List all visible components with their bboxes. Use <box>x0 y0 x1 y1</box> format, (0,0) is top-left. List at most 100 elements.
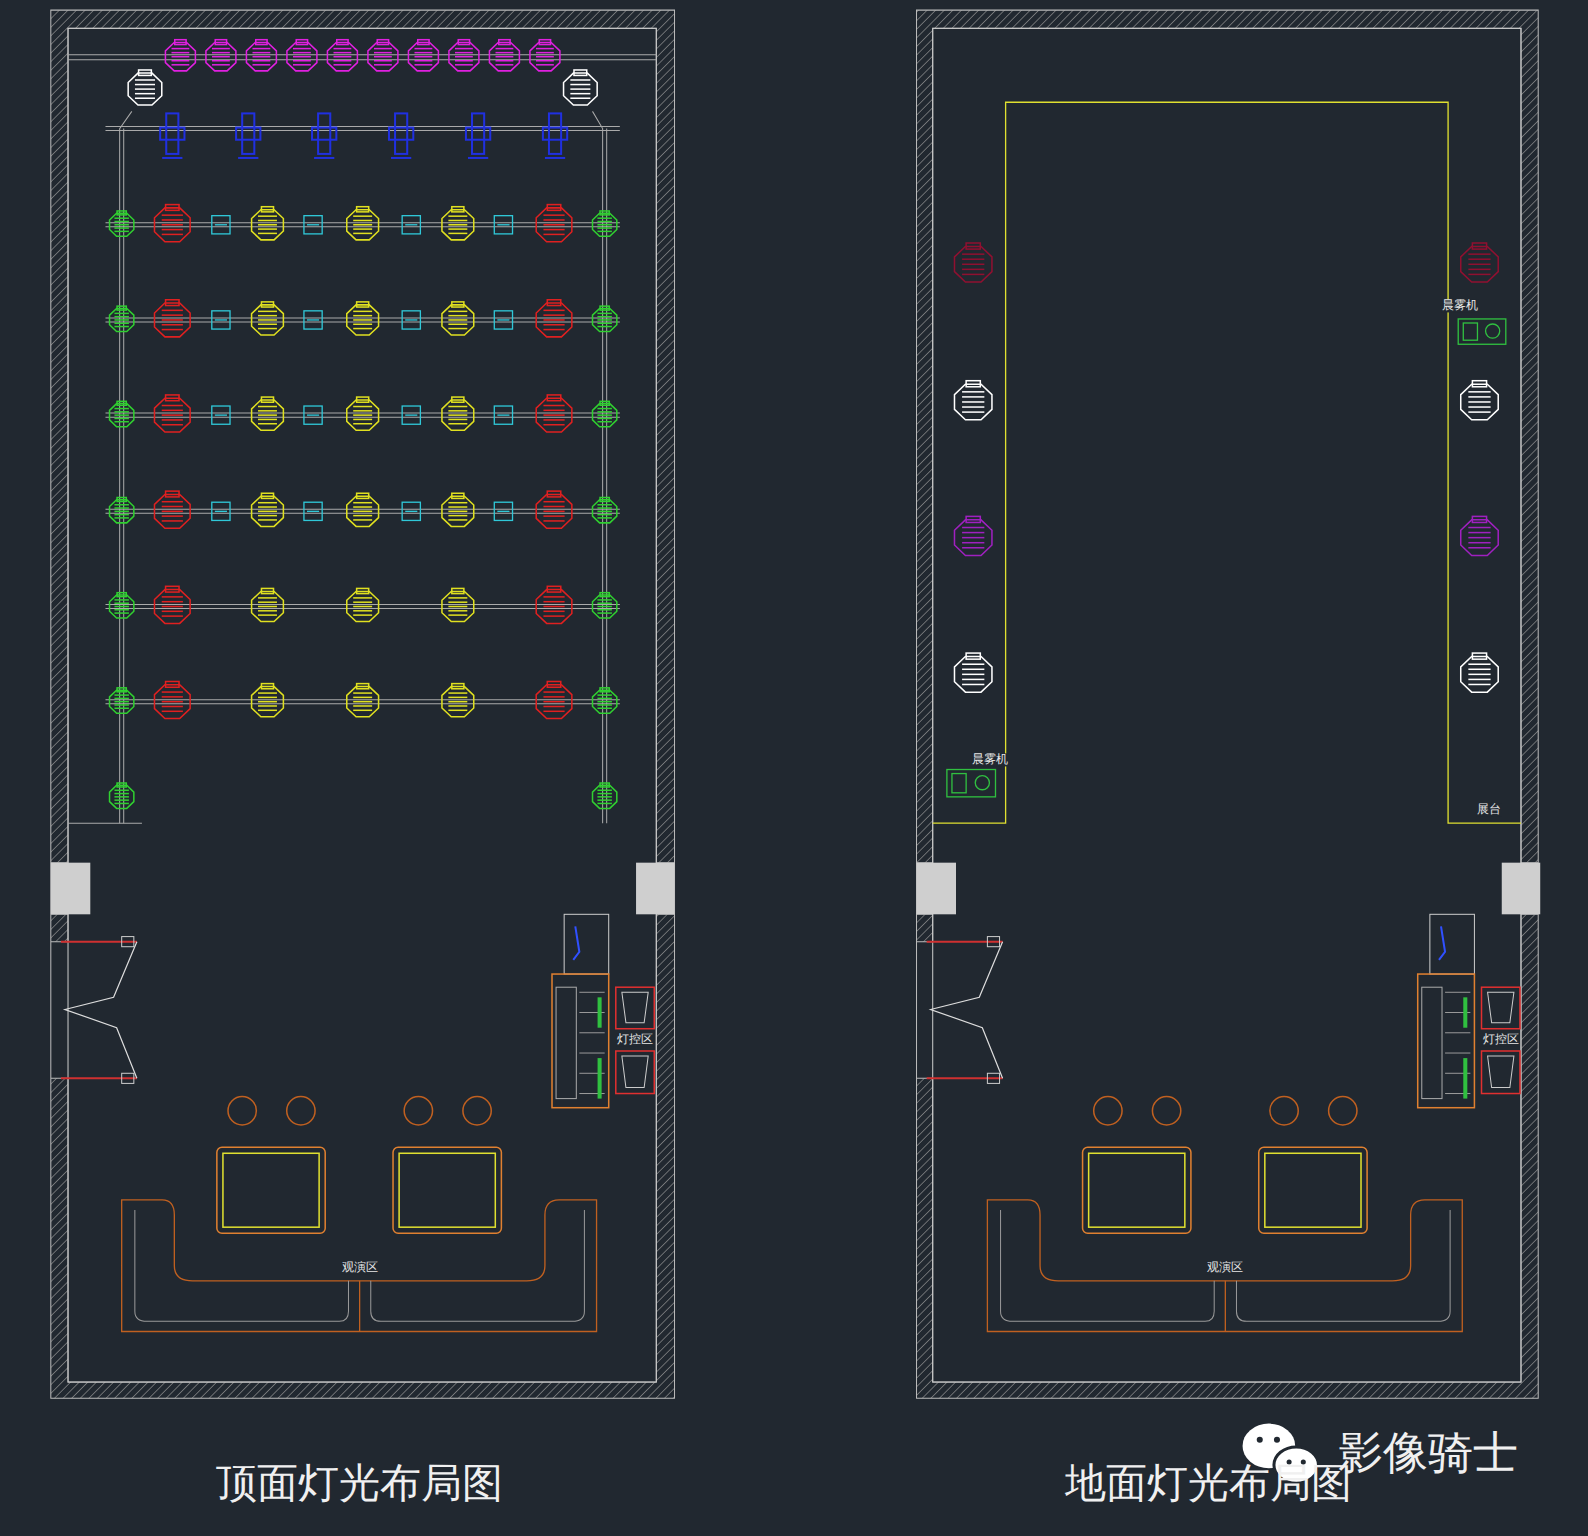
fixture-yoke <box>574 70 587 75</box>
fixture-line <box>374 52 392 54</box>
fixture-line <box>374 48 392 50</box>
fixture-line <box>114 790 128 792</box>
fixture-yoke <box>261 302 273 307</box>
fixture-line <box>962 269 984 271</box>
fixture-body <box>1461 657 1498 693</box>
fixture-line <box>114 224 128 226</box>
fixture-yoke <box>117 306 126 310</box>
fixture-body <box>206 43 236 71</box>
light-fixture <box>954 516 991 555</box>
fixture-line <box>334 60 352 62</box>
light-fixture <box>593 211 617 236</box>
fixture-line <box>597 609 611 611</box>
fixture-body <box>593 213 617 236</box>
bar-body <box>494 216 512 234</box>
fixture-line <box>114 504 128 506</box>
plan-label: 展台 <box>1476 804 1502 817</box>
fixture-body <box>252 591 284 621</box>
fixture-line <box>962 264 984 266</box>
fixture-line <box>258 419 277 421</box>
led-bar <box>494 502 512 520</box>
fixture-yoke <box>296 40 307 45</box>
led-bar <box>212 406 230 424</box>
fixture-line <box>1468 401 1490 403</box>
truss-line <box>105 317 619 318</box>
plan-label: 观演区 <box>341 1261 379 1274</box>
fixture-line <box>162 234 183 236</box>
bar-line <box>405 511 417 512</box>
fixture-yoke <box>966 243 980 249</box>
bar-body <box>212 311 230 329</box>
fixture-line <box>114 411 128 413</box>
fixture-yoke <box>1472 381 1486 387</box>
fixture-yoke <box>600 401 609 405</box>
fixture-line <box>162 596 183 598</box>
fixture-line <box>114 602 128 604</box>
fixture-line <box>293 56 311 58</box>
fixture-yoke <box>357 493 369 498</box>
fixture-line <box>258 506 277 508</box>
caption-text: 顶面灯光布局图 <box>216 1461 503 1506</box>
fixture-line <box>962 391 984 393</box>
light-fixture <box>246 40 276 71</box>
fixture-line <box>448 701 467 703</box>
bar-line <box>307 511 319 512</box>
fixture-line <box>415 48 433 50</box>
fixture-line <box>253 60 271 62</box>
truss-line <box>105 226 619 227</box>
fixture-yoke <box>139 70 152 75</box>
fixture-body <box>347 210 379 240</box>
fixture-body <box>154 494 190 528</box>
fixture-yoke <box>547 205 560 211</box>
fixture-line <box>543 310 564 312</box>
truss-line <box>105 699 619 700</box>
beam-yoke <box>236 128 260 140</box>
fixture-line <box>543 410 564 412</box>
fixture-line <box>1468 406 1490 408</box>
plan-label: 灯控区 <box>616 1034 654 1047</box>
fixture-line <box>114 796 128 798</box>
fixture-body <box>110 500 134 523</box>
fixture-line <box>135 84 155 86</box>
bar-line <box>307 224 319 225</box>
fixture-body <box>110 595 134 618</box>
fixture-line <box>962 406 984 408</box>
beam-base <box>314 157 334 159</box>
fixture-line <box>543 319 564 321</box>
fixture-yoke <box>458 40 469 45</box>
fixture-line <box>1468 542 1490 544</box>
fixture-yoke <box>175 40 186 45</box>
fixture-line <box>536 48 554 50</box>
fixture-line <box>114 606 128 608</box>
fixture-line <box>212 48 230 50</box>
fixture-body <box>347 496 379 526</box>
fixture-line <box>1468 391 1490 393</box>
fixture-line <box>353 606 372 608</box>
fixture-line <box>448 705 467 707</box>
fixture-line <box>334 56 352 58</box>
fixture-line <box>597 708 611 710</box>
fixture-line <box>448 224 467 226</box>
fixture-line <box>258 606 277 608</box>
fixture-line <box>135 97 155 99</box>
fixture-line <box>353 233 372 235</box>
fixture-body <box>442 496 474 526</box>
fixture-line <box>415 64 433 66</box>
beam-body <box>166 113 178 154</box>
light-fixture <box>252 493 284 526</box>
fixture-line <box>597 326 611 328</box>
fixture-line <box>293 48 311 50</box>
bar-line <box>215 224 227 225</box>
fixture-line <box>135 93 155 95</box>
fixture-line <box>114 319 128 321</box>
light-fixture <box>593 688 617 713</box>
light-fixture <box>442 207 474 240</box>
fixture-line <box>448 419 467 421</box>
bar-body <box>212 406 230 424</box>
fixture-line <box>353 311 372 313</box>
fixture-body <box>593 500 617 523</box>
fixture-line <box>962 537 984 539</box>
fixture-line <box>597 414 611 416</box>
fixture-line <box>597 313 611 315</box>
